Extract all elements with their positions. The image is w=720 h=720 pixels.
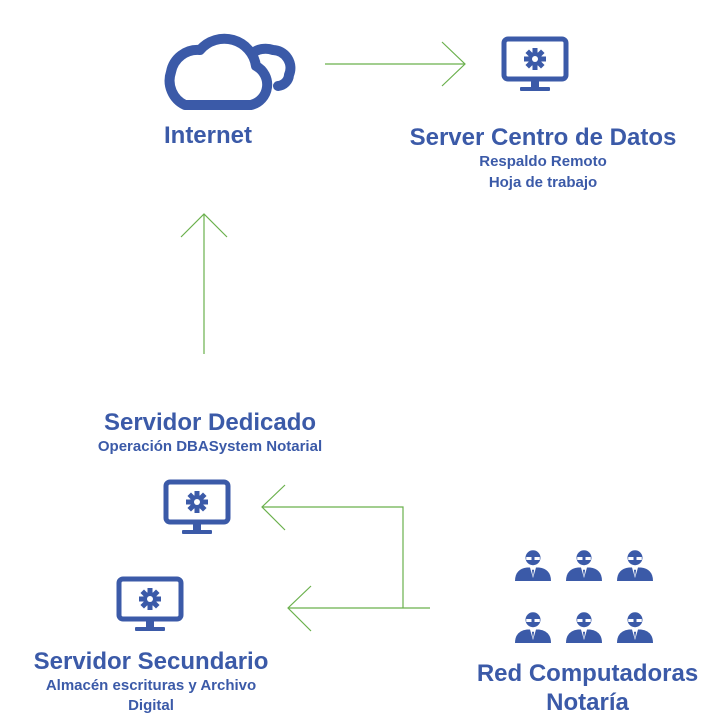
server-centro-line-2: Hoja de trabajo [488, 174, 598, 191]
arrow-internet-to-server-centro [325, 41, 466, 87]
internet-title: Internet [163, 122, 252, 149]
servidor-secundario-title: Servidor Secundario [33, 648, 269, 675]
monitor-gear-icon [115, 576, 185, 634]
arrow-red-to-servers [261, 484, 430, 632]
server-centro-line-1: Respaldo Remoto [479, 153, 607, 170]
red-computadoras-title-line-2: Notaría [546, 689, 629, 716]
users-group-icon [515, 548, 660, 658]
servidor-secundario-line-1: Almacén escrituras y Archivo [45, 677, 257, 694]
red-computadoras-title-line-1: Red Computadoras [476, 660, 699, 687]
monitor-gear-icon [162, 479, 232, 537]
server-centro-title: Server Centro de Datos [409, 124, 677, 151]
monitor-gear-icon [500, 36, 570, 94]
arrow-dedicado-to-internet [180, 213, 228, 354]
servidor-dedicado-line-1: Operación DBASystem Notarial [97, 438, 323, 455]
servidor-dedicado-title: Servidor Dedicado [103, 409, 317, 436]
cloud-icon [152, 20, 297, 112]
servidor-secundario-line-2: Digital [128, 697, 174, 714]
